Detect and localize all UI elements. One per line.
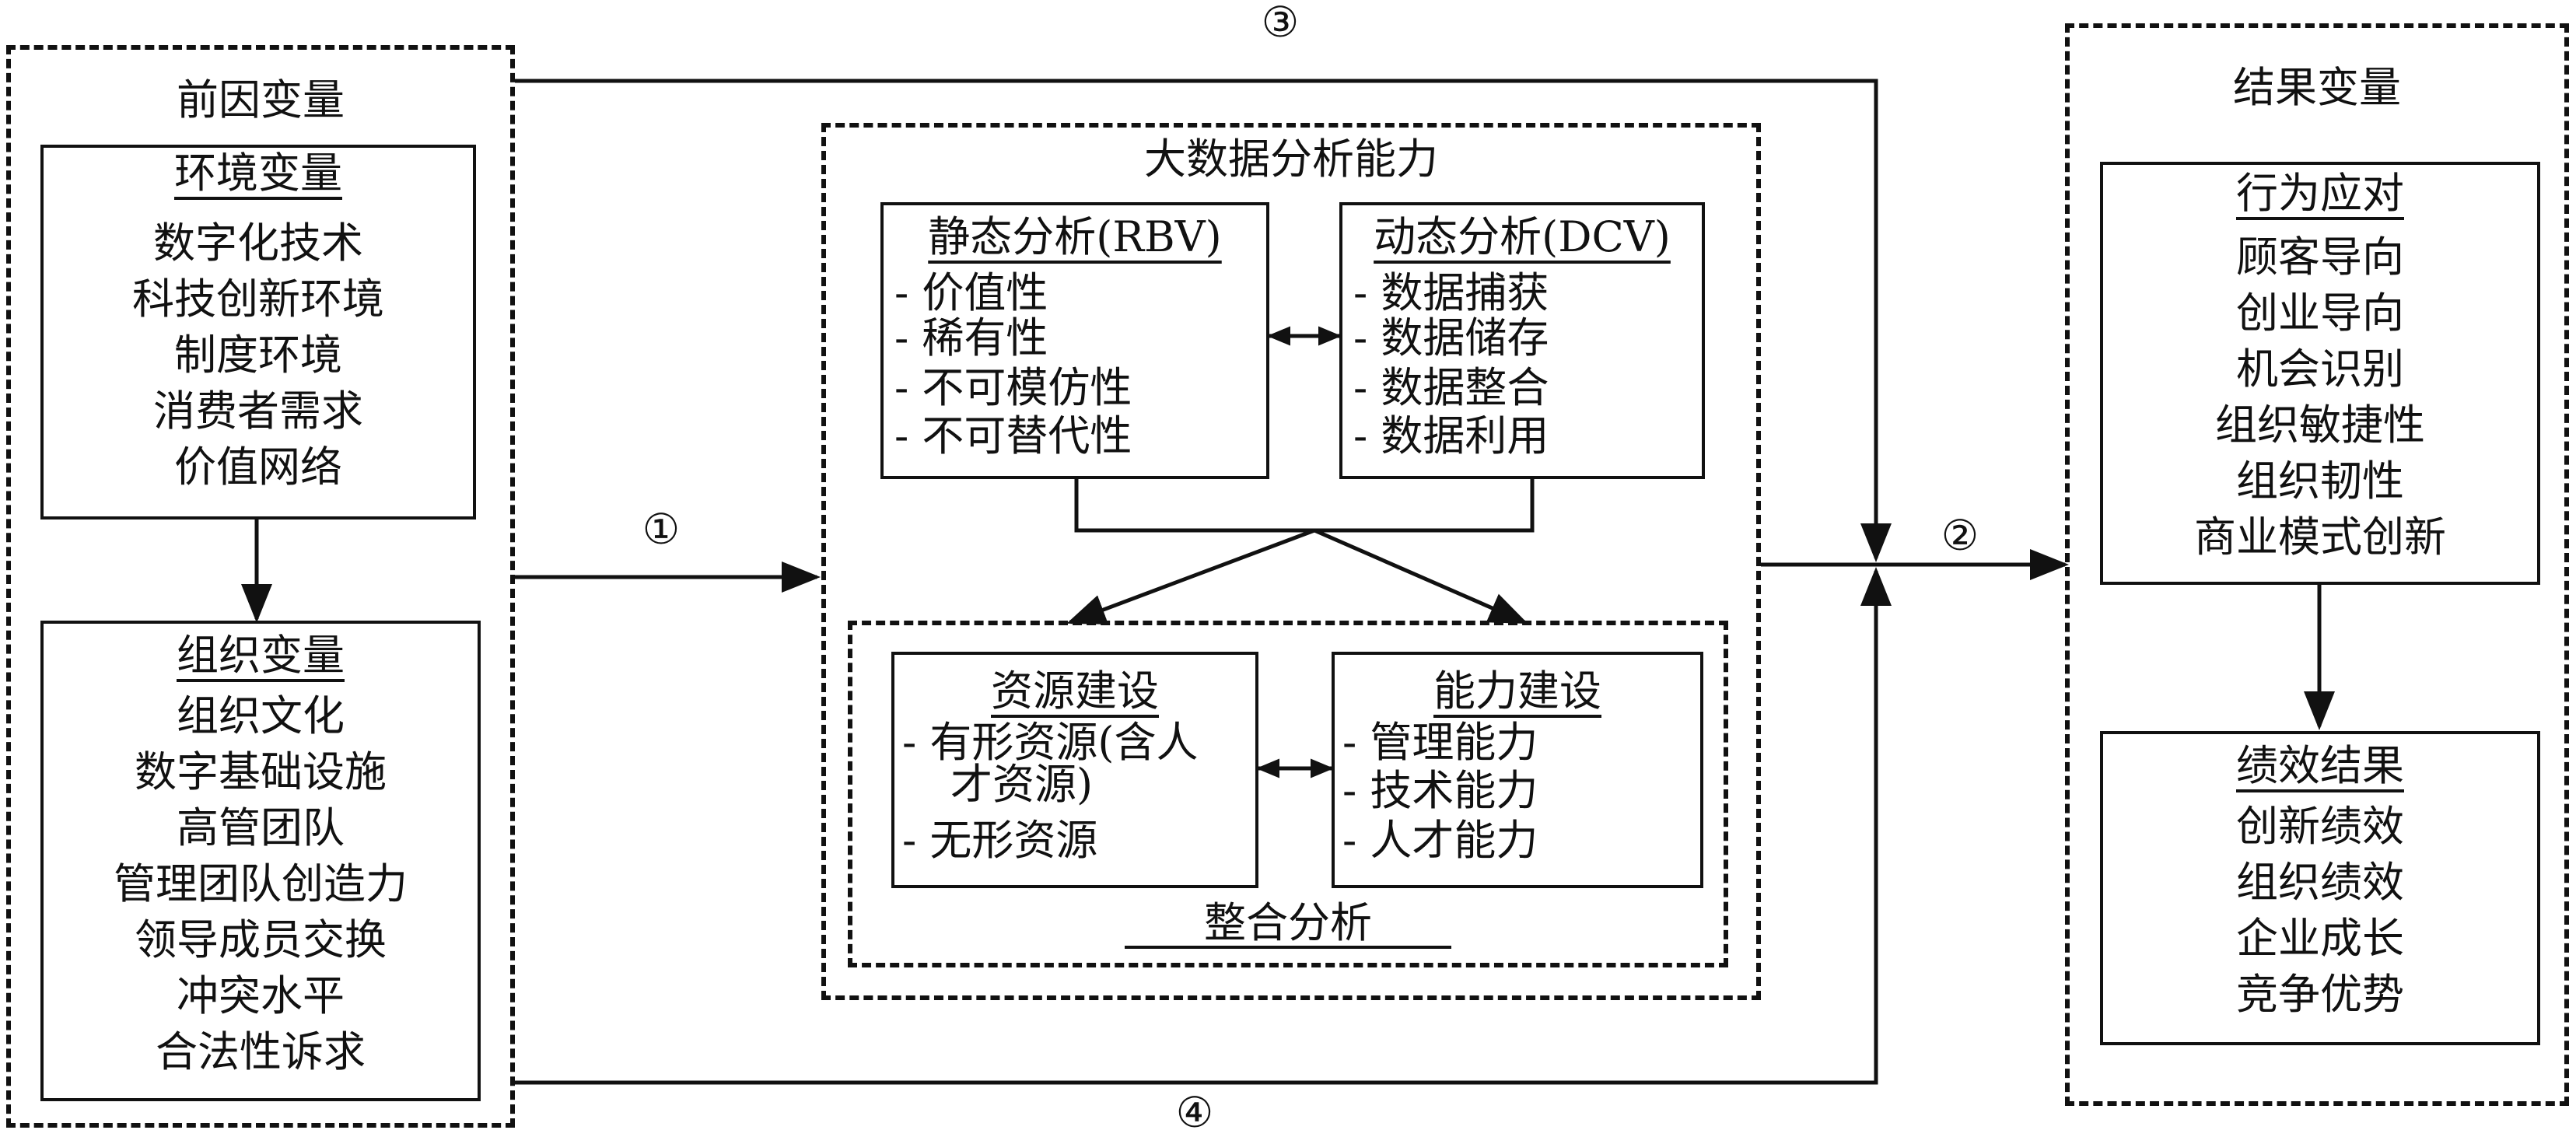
environment-item: 制度环境	[174, 331, 342, 380]
organization-title: 组织变量	[177, 631, 345, 680]
behavior-item: 顾客导向	[2236, 233, 2404, 282]
outcome-panel	[2065, 23, 2569, 1106]
behavior-box	[2100, 162, 2540, 585]
environment-item: 消费者需求	[153, 387, 363, 436]
static-analysis-box	[880, 202, 1269, 479]
arrow-to-resource	[1066, 528, 1315, 624]
organization-item: 领导成员交换	[135, 915, 387, 964]
dynamic-analysis-title: 动态分析(DCV)	[1374, 212, 1671, 261]
integration-title-underline	[1125, 946, 1451, 949]
ability-building-box	[1332, 652, 1703, 888]
arrow-to-ability	[1313, 528, 1528, 624]
behavior-item: 机会识别	[2236, 345, 2404, 394]
ability-item: - 人才能力	[1342, 816, 1538, 865]
path-label-4: ④	[1175, 1088, 1214, 1137]
performance-item: 组织绩效	[2236, 858, 2404, 907]
behavior-item: 组织韧性	[2236, 457, 2404, 506]
integration-panel	[848, 621, 1728, 967]
environment-item: 数字化技术	[153, 219, 363, 268]
performance-item: 创新绩效	[2236, 802, 2404, 851]
organization-item: 高管团队	[177, 803, 345, 852]
resource-item: - 有形资源(含人	[902, 718, 1199, 767]
arrow-path-4	[515, 567, 1892, 1085]
organization-item: 管理团队创造力	[114, 859, 408, 908]
organization-box	[40, 621, 481, 1101]
dynamic-item: - 数据捕获	[1353, 268, 1549, 317]
behavior-item: 组织敏捷性	[2215, 401, 2425, 450]
capability-title: 大数据分析能力	[1144, 135, 1438, 184]
path-label-2: ②	[1941, 511, 1979, 560]
behavior-item: 商业模式创新	[2194, 513, 2446, 562]
arrow-path-3	[515, 79, 1892, 562]
behavior-item: 创业导向	[2236, 289, 2404, 338]
static-analysis-title: 静态分析(RBV)	[928, 212, 1222, 261]
ability-item: - 管理能力	[1342, 718, 1538, 767]
dynamic-item: - 数据利用	[1353, 411, 1549, 460]
behavior-title: 行为应对	[2236, 169, 2404, 218]
resource-item: 才资源)	[950, 760, 1094, 809]
static-item: - 稀有性	[894, 313, 1048, 362]
performance-item: 竞争优势	[2236, 970, 2404, 1019]
resource-item: - 无形资源	[902, 816, 1098, 865]
performance-box	[2100, 731, 2540, 1045]
static-item: - 不可模仿性	[894, 363, 1132, 412]
ability-building-title: 能力建设	[1433, 666, 1601, 715]
path-label-1: ①	[642, 505, 681, 554]
organization-item: 合法性诉求	[156, 1027, 366, 1076]
antecedent-title: 前因变量	[177, 75, 345, 124]
static-item: - 不可替代性	[894, 411, 1132, 460]
dynamic-item: - 数据整合	[1353, 363, 1549, 412]
integration-title: 整合分析	[1204, 898, 1372, 947]
ability-item: - 技术能力	[1342, 766, 1538, 815]
resource-building-title: 资源建设	[991, 666, 1159, 715]
organization-item: 组织文化	[177, 691, 345, 740]
performance-item: 企业成长	[2236, 914, 2404, 963]
organization-item: 冲突水平	[177, 971, 345, 1020]
dynamic-item: - 数据储存	[1353, 313, 1549, 362]
resource-building-box	[891, 652, 1258, 888]
path-label-3: ③	[1261, 0, 1300, 47]
environment-item: 价值网络	[174, 443, 342, 492]
dynamic-analysis-box	[1339, 202, 1705, 479]
environment-title: 环境变量	[174, 149, 342, 198]
antecedent-panel	[6, 45, 515, 1128]
performance-title: 绩效结果	[2236, 741, 2404, 790]
environment-item: 科技创新环境	[132, 275, 384, 324]
analysis-bracket	[1074, 479, 1535, 533]
environment-box	[40, 145, 476, 520]
static-item: - 价值性	[894, 268, 1048, 317]
outcome-title: 结果变量	[2233, 63, 2401, 112]
capability-panel	[821, 123, 1761, 1000]
organization-item: 数字基础设施	[135, 747, 387, 796]
